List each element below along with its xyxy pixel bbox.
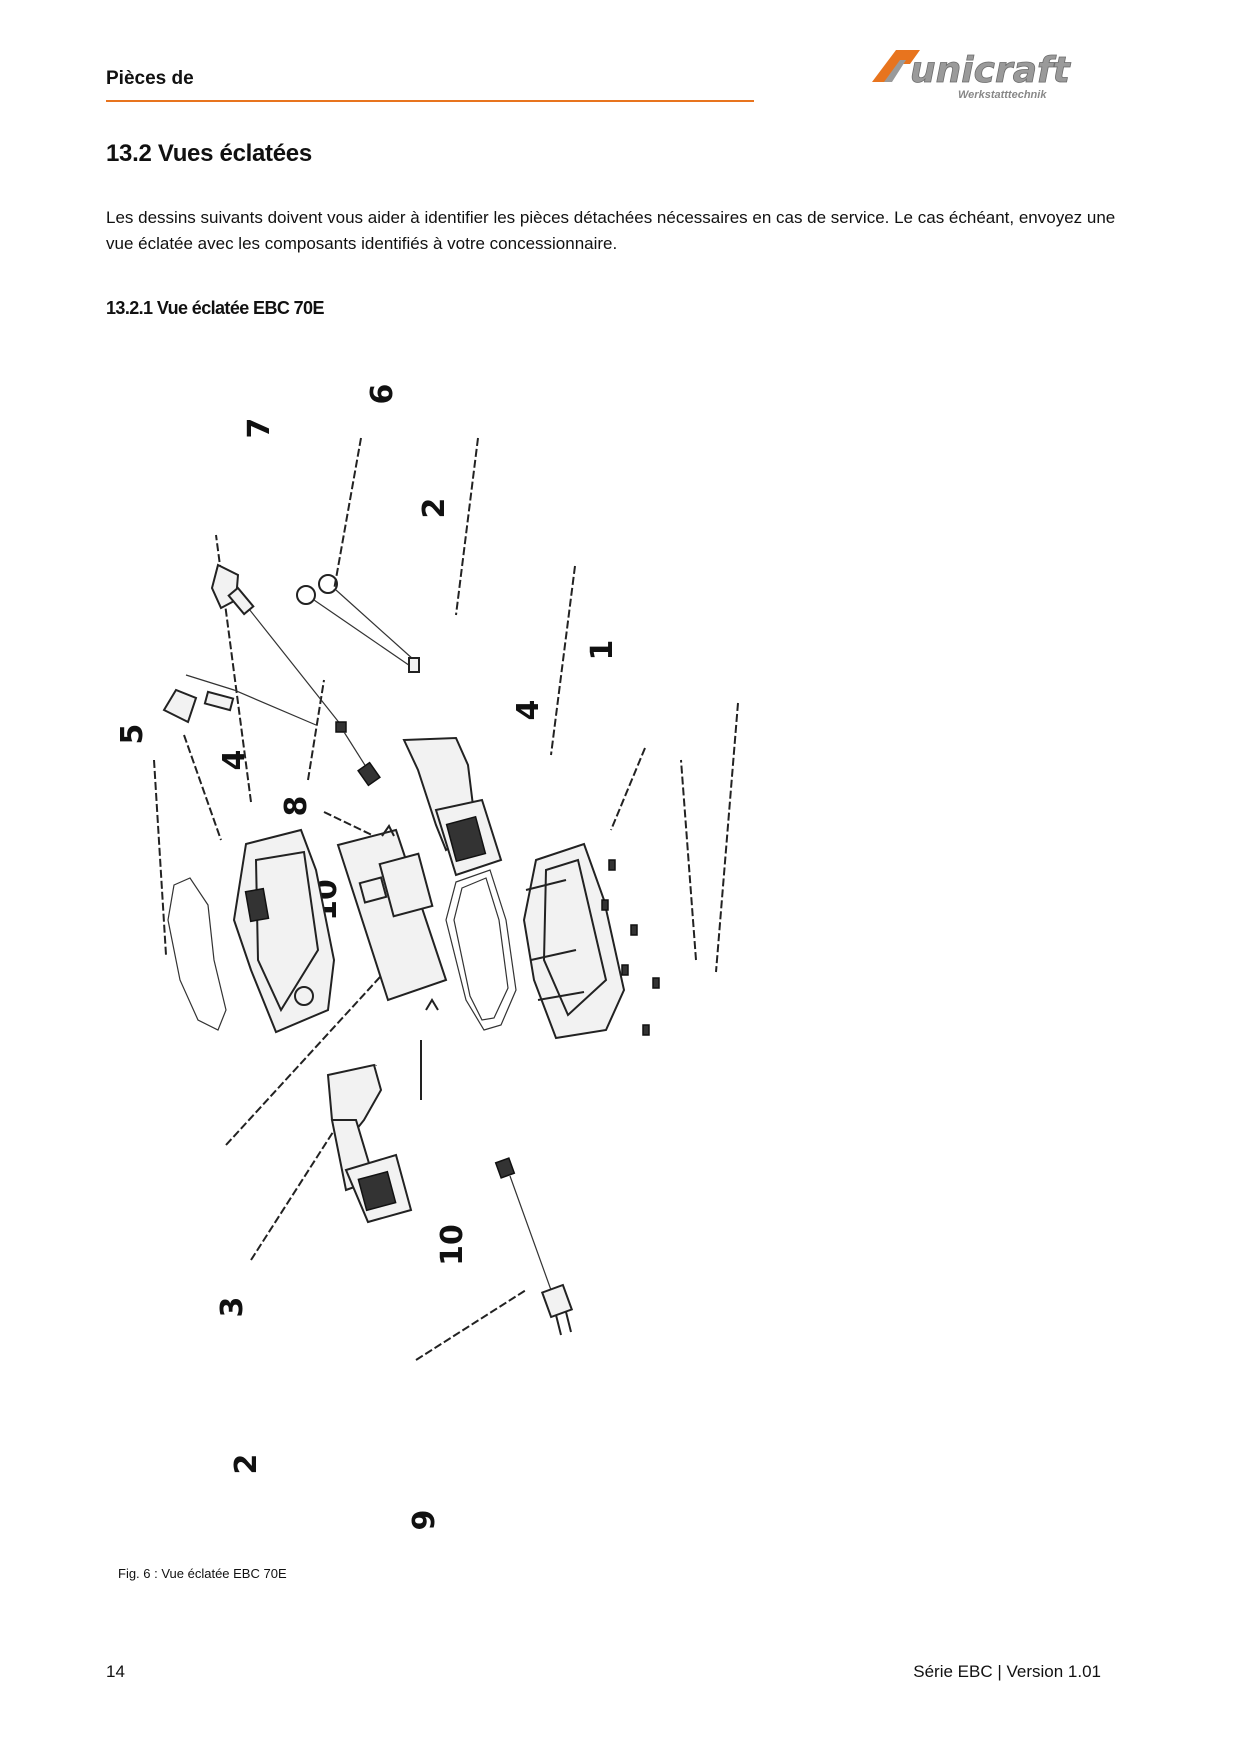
page-number: 14 — [106, 1662, 125, 1681]
callout-labels: 6 7 2 1 4 5 4 8 10 10 3 2 9 — [115, 384, 620, 1531]
handle-top-part — [402, 736, 503, 877]
base-housing-part — [522, 842, 626, 1040]
header-rule — [106, 100, 754, 102]
callout-4-right: 4 — [511, 700, 546, 721]
clamp-cable-part — [162, 563, 381, 787]
callout-4-left: 4 — [217, 750, 252, 771]
unicraft-logo: unicraft Werkstatttechnik — [872, 50, 1072, 101]
gasket-sheet-part — [167, 877, 227, 1031]
handle-bottom-part — [326, 1063, 413, 1224]
circuit-board-part — [336, 824, 448, 1011]
figure-caption: Fig. 6 : Vue éclatée EBC 70E — [118, 1566, 287, 1581]
exploded-view-drawing: 6 7 2 1 4 5 4 8 10 10 3 2 9 — [115, 384, 739, 1531]
callout-8: 8 — [279, 796, 314, 817]
section-title: 13.2 Vues éclatées — [106, 140, 312, 167]
ring-terminal-part — [296, 574, 420, 673]
callout-2-bottom: 2 — [229, 1454, 264, 1475]
subsection-title: 13.2.1 Vue éclatée EBC 70E — [106, 298, 324, 318]
screws-part — [601, 859, 660, 1036]
intro-paragraph: Les dessins suivants doivent vous aider … — [106, 208, 1116, 253]
callout-6: 6 — [365, 384, 400, 405]
header-title: Pièces de — [106, 68, 194, 89]
callout-10-bottom: 10 — [435, 1224, 470, 1266]
callout-9: 9 — [407, 1510, 442, 1531]
top-housing-part — [232, 828, 336, 1034]
callout-3: 3 — [215, 1297, 250, 1318]
power-cord-part — [494, 1157, 574, 1336]
logo-tagline: Werkstatttechnik — [958, 89, 1047, 101]
callout-5: 5 — [115, 724, 150, 745]
exploded-view-figure: 6 7 2 1 4 5 4 8 10 10 3 2 9 — [106, 360, 806, 1540]
callout-7: 7 — [242, 418, 277, 439]
footer-version: Série EBC | Version 1.01 — [913, 1662, 1101, 1681]
gasket-frame-part — [445, 869, 517, 1031]
callout-1: 1 — [585, 640, 620, 661]
logo-brand: unicraft — [910, 50, 1072, 91]
callout-2-top: 2 — [417, 498, 452, 519]
